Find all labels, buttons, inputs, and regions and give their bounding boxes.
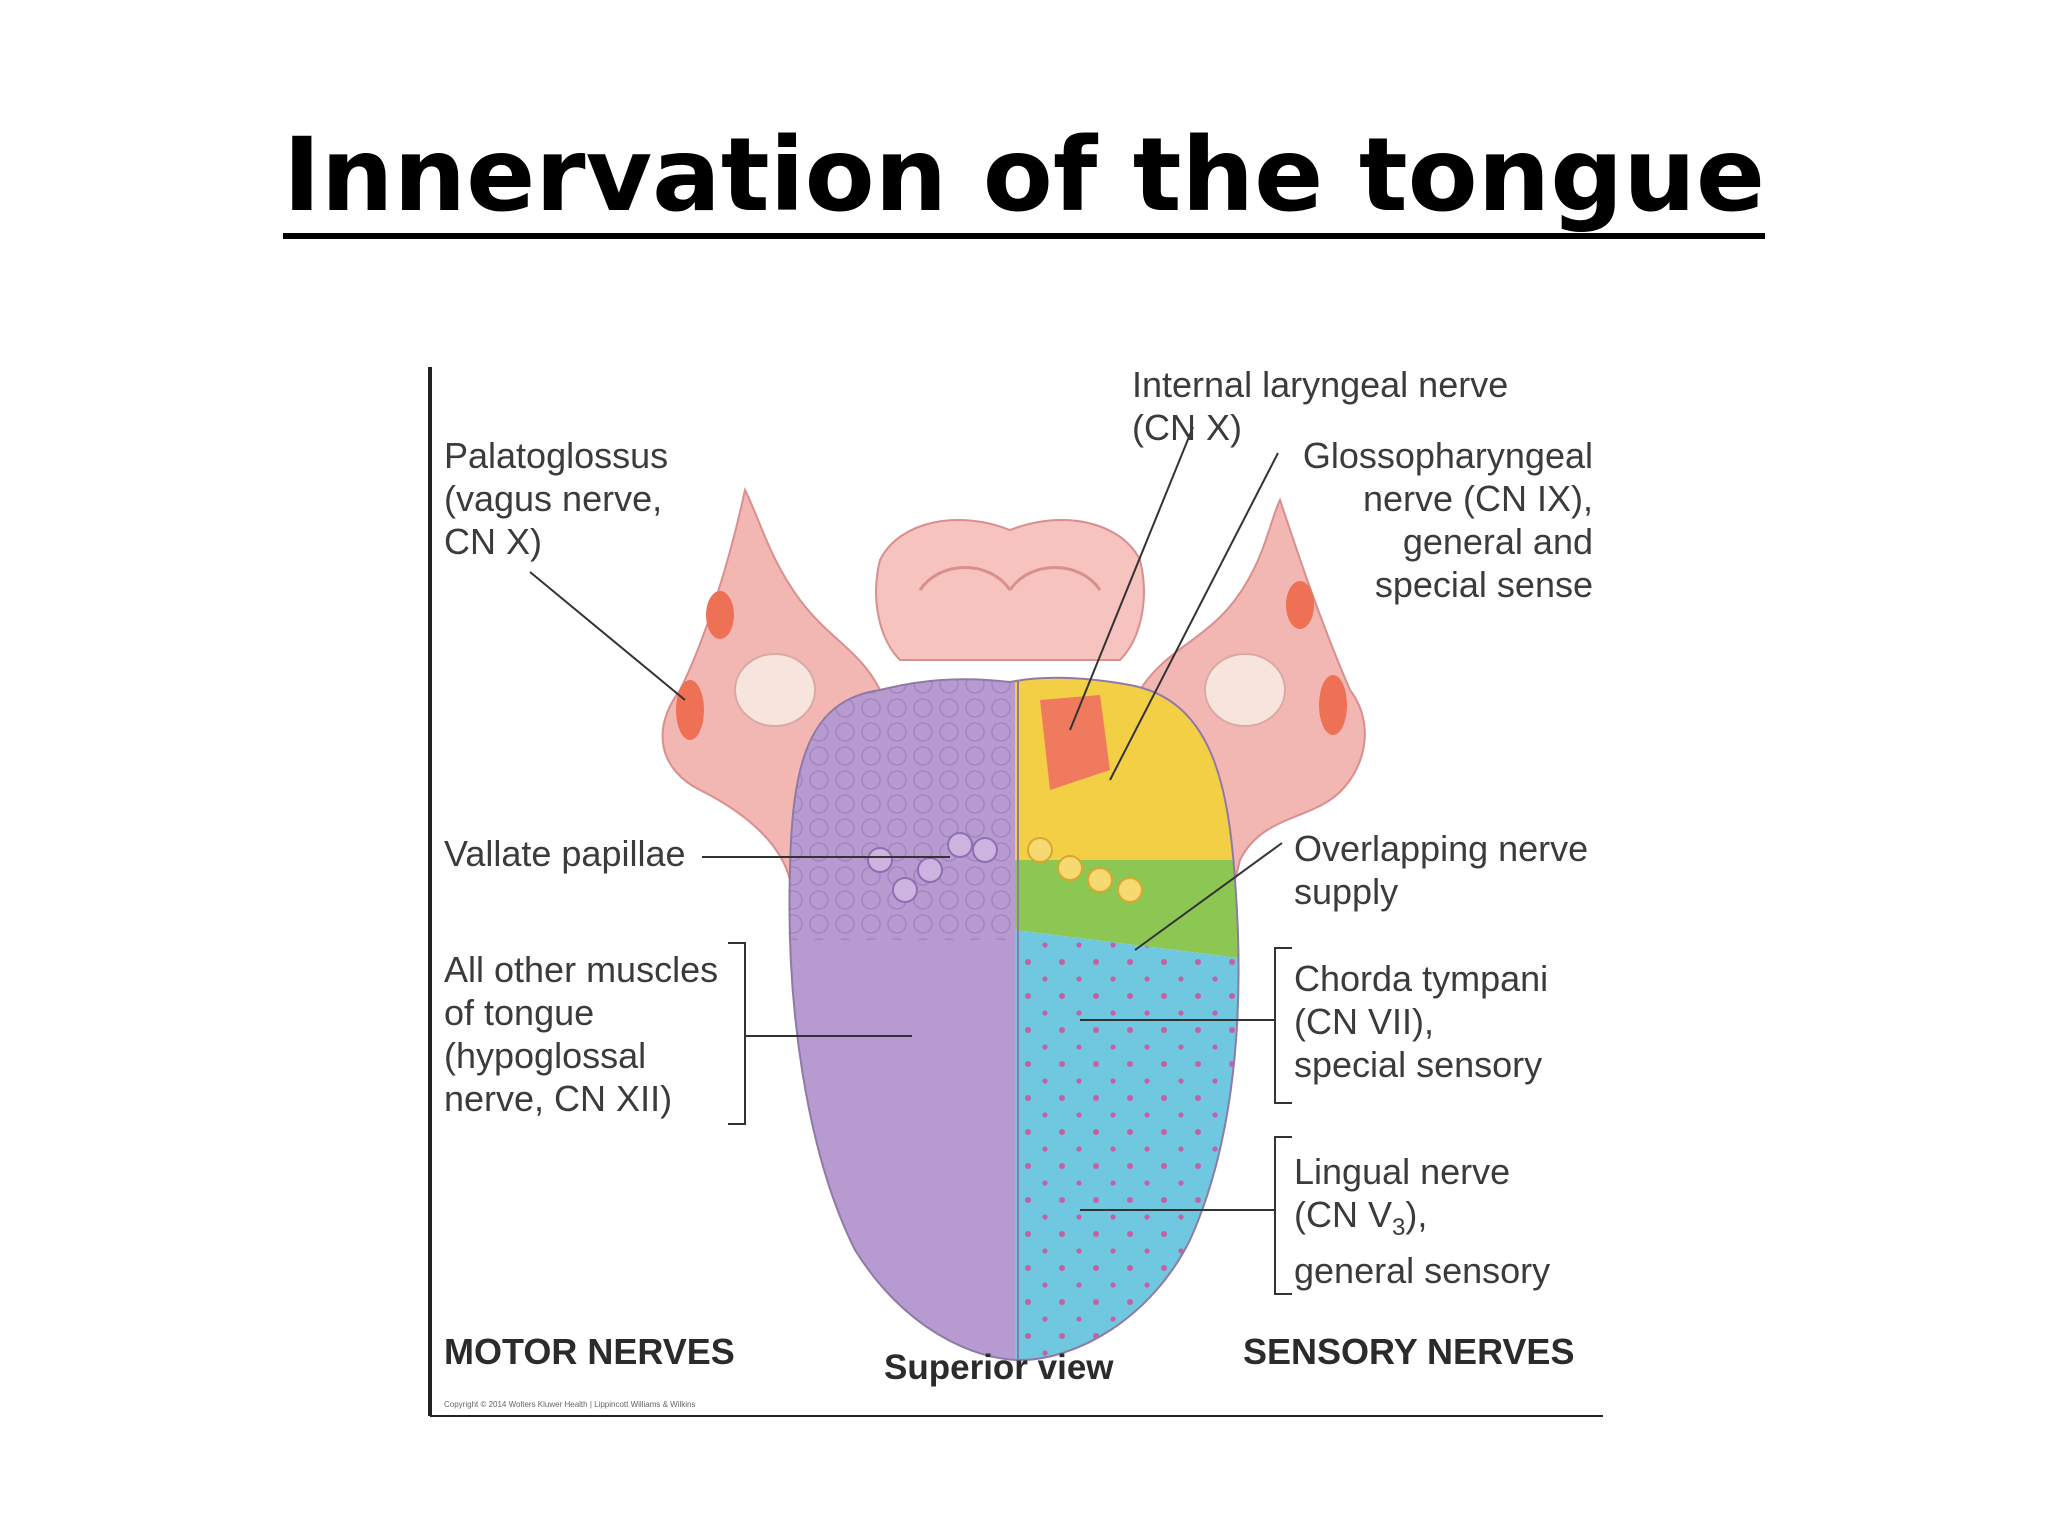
superior-view-caption: Superior view [884, 1348, 1114, 1387]
vallate-papillae [867, 832, 998, 903]
internal-laryngeal-label: Internal laryngeal nerve (CN X) [1132, 364, 1509, 448]
overlapping-nerve-supply-label: Overlapping nerve supply [1294, 828, 1589, 912]
tongue [789, 677, 1239, 1360]
glossopharyngeal-label: Glossopharyngeal nerve (CN IX), general … [1302, 435, 1593, 605]
leader-lines [529, 426, 1292, 1295]
overlap-zone [1015, 860, 1239, 960]
palatoglossus-label: Palatoglossus (vagus nerve, CN X) [444, 435, 669, 562]
hypoglossal-label: All other muscles of tongue (hypoglossal… [444, 949, 719, 1119]
copyright-note: Copyright © 2014 Wolters Kluwer Health |… [444, 1400, 696, 1409]
internal-laryngeal-zone [1040, 695, 1110, 790]
vallate-papillae-label: Vallate papillae [444, 833, 686, 874]
sensory-nerves-heading: SENSORY NERVES [1243, 1331, 1575, 1372]
lingual-nerve-label: Lingual nerve (CN V3), general sensory [1294, 1151, 1551, 1292]
slide-title: Innervation of the tongue [0, 125, 2048, 239]
motor-nerves-heading: MOTOR NERVES [444, 1331, 735, 1372]
chorda-tympani-label: Chorda tympani (CN VII), special sensory [1294, 958, 1549, 1085]
